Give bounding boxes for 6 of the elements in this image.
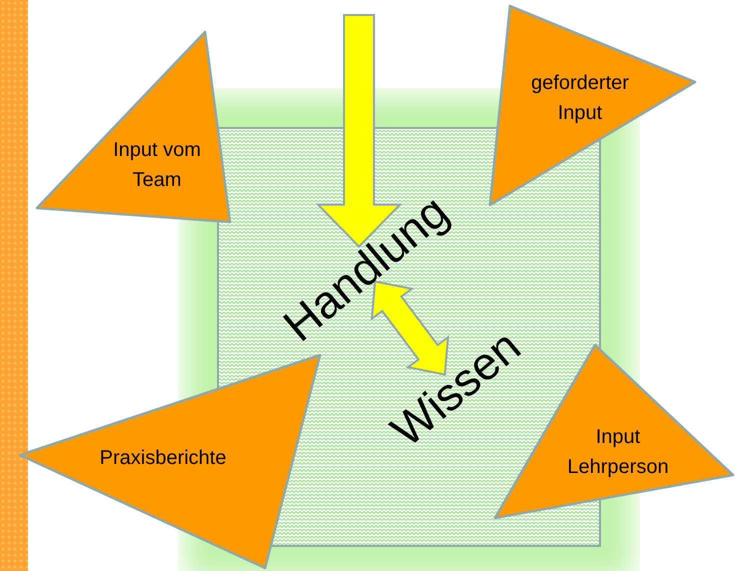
triangle-label: Praxisberichte <box>98 446 228 471</box>
block-arrow <box>370 280 450 376</box>
triangle-label: geforderter Input <box>530 71 630 126</box>
triangle-label: Input Lehrperson <box>566 425 670 480</box>
triangle-label: Input vom Team <box>112 138 202 193</box>
block-arrow <box>316 14 402 248</box>
